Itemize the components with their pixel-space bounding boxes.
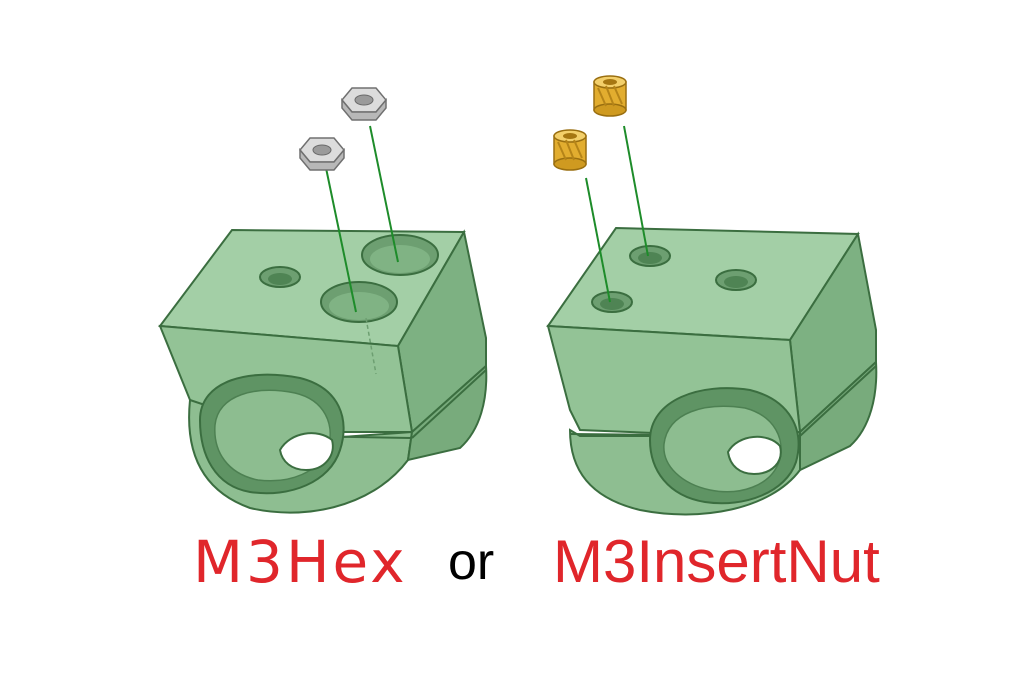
hidden-line [365, 317, 377, 375]
insert-hole-front-inner [600, 298, 624, 310]
guide-line [585, 177, 611, 303]
hex-option-label: M3Hex [193, 528, 408, 596]
through-hole [278, 432, 334, 472]
mount-block-insert [546, 125, 878, 516]
screw-hole-small-inner [724, 276, 748, 288]
through-hole [726, 435, 782, 476]
threaded-insert-icon [593, 75, 627, 117]
insert-option-label: M3InsertNut [553, 528, 880, 595]
guide-line [623, 125, 649, 257]
split-line-side [799, 365, 877, 437]
hex-nut-icon [299, 137, 345, 171]
threaded-insert-icon [553, 129, 587, 171]
nut-pocket-rear-inner [370, 245, 430, 273]
insert-hole-rear-inner [638, 252, 662, 264]
screw-hole-small-inner [268, 273, 292, 285]
mount-block-hex [158, 125, 488, 514]
split-line-side [411, 369, 487, 439]
nut-pocket-front-inner [329, 292, 389, 320]
guide-line [369, 125, 399, 263]
hex-nut-icon [341, 87, 387, 121]
guide-line [325, 167, 357, 313]
or-connector-label: or [448, 533, 495, 591]
